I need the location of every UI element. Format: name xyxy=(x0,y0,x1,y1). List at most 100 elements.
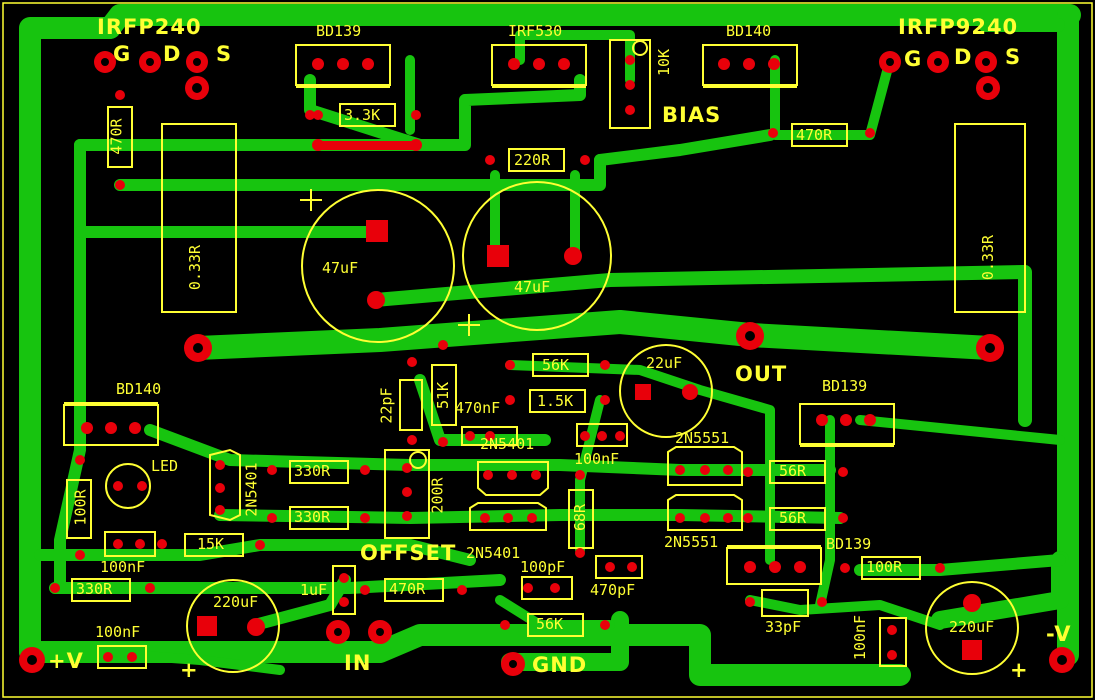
q1-label: 2N5401 xyxy=(480,435,535,453)
pad-c47l-plus xyxy=(366,220,388,242)
c-100n-left-label: 100nF xyxy=(100,558,146,576)
irfp240-gate-label: G xyxy=(113,42,132,66)
trace-gnd xyxy=(501,611,629,671)
pad-neg-supply xyxy=(1049,647,1075,673)
pad-c47r-plus xyxy=(487,245,509,267)
gnd-terminal-label: GND xyxy=(532,653,588,677)
r-1k5-label: 1.5K xyxy=(537,392,574,410)
trace-irf-right xyxy=(515,30,635,85)
irfp9240-label: IRFP9240 xyxy=(898,15,1019,39)
irf530-label: IRF530 xyxy=(508,22,563,40)
trace-left-rail xyxy=(19,17,121,663)
c-220-left-label: 220uF xyxy=(213,593,259,611)
c-22p-label: 22pF xyxy=(377,387,396,424)
r-56-b-label: 56R xyxy=(779,509,807,527)
irfp9240-drain-label: D xyxy=(954,45,973,69)
trace-56k-b xyxy=(495,595,615,630)
pad-irfp240-d xyxy=(139,51,161,73)
pad-out-right xyxy=(976,334,1004,362)
r-330-b-label: 330R xyxy=(294,508,331,526)
r-100-right-label: 100R xyxy=(866,558,903,576)
trace-neg-supply xyxy=(931,551,1069,629)
r-033-left-label: 0.33R xyxy=(186,244,205,291)
offset-label: OFFSET xyxy=(360,541,457,565)
c-22u-label: 22uF xyxy=(646,354,683,372)
trace-220r xyxy=(594,129,776,166)
r-56-a-label: 56R xyxy=(779,462,807,480)
q5-label: 2N5551 xyxy=(664,533,719,551)
r-51k-label: 51K xyxy=(434,381,453,410)
pad-in xyxy=(326,620,350,644)
c22u-body xyxy=(619,344,713,438)
jumper-link xyxy=(316,141,418,150)
c-47-left-label: 47uF xyxy=(322,259,359,277)
pad-in-gnd xyxy=(368,620,392,644)
pad-irfp9240-g xyxy=(879,51,901,73)
c-220-right-label: 220uF xyxy=(949,618,995,636)
r-330-c-label: 330R xyxy=(76,580,113,598)
pad-out-left xyxy=(184,334,212,362)
c-100n-mid-label: 100nF xyxy=(574,450,620,468)
r-470-in-label: 470R xyxy=(389,580,426,598)
c-100n-right-label: 100nF xyxy=(851,614,870,661)
bd139-top-label: BD139 xyxy=(316,22,362,40)
r-033-left-body xyxy=(161,123,237,313)
q2-label: 2N5401 xyxy=(466,544,521,562)
c47-right-body xyxy=(462,181,612,331)
silk-layer xyxy=(63,39,1026,675)
r-470-left-label: 470R xyxy=(107,118,126,155)
pad-pos-supply xyxy=(19,647,45,673)
c-100n-bottom-label: 100nF xyxy=(95,623,141,641)
c-33p-label: 33pF xyxy=(765,618,802,636)
bd139-mid-label: BD139 xyxy=(822,377,868,395)
bias-label: BIAS xyxy=(662,103,722,127)
q4-label: 2N5551 xyxy=(675,429,730,447)
trace-33p xyxy=(745,595,945,630)
c220-left-body xyxy=(186,579,280,673)
trace-top-rail xyxy=(99,4,1081,39)
plus-left-label: + xyxy=(180,658,199,682)
trace-68r xyxy=(575,395,605,555)
pad-irfp9240-d xyxy=(927,51,949,73)
trace-mid-row4 xyxy=(49,574,506,594)
pot-body xyxy=(609,39,651,129)
pad-irfp240-g xyxy=(94,51,116,73)
in-terminal-label: IN xyxy=(344,651,372,675)
out-terminal-label: OUT xyxy=(735,362,788,386)
pad-gnd xyxy=(501,652,525,676)
trace-bd139-r xyxy=(815,415,835,610)
pos-supply-label: +V xyxy=(48,649,84,673)
pad-out-mid xyxy=(736,322,764,350)
trace-out-upper xyxy=(368,265,1032,427)
bd139-low-label: BD139 xyxy=(826,535,872,553)
q3-label: 2N5401 xyxy=(242,462,261,517)
trace-mid-row2 xyxy=(214,509,846,524)
r-3k3-label: 3.3K xyxy=(344,106,381,124)
r-100-left-label: 100R xyxy=(71,489,90,526)
pad-irfp9240-s xyxy=(975,51,997,73)
r-220-label: 220R xyxy=(514,151,551,169)
neg-supply-label: -V xyxy=(1046,622,1072,646)
c-100p-label: 100pF xyxy=(520,558,566,576)
bd140-mid-label: BD140 xyxy=(116,380,162,398)
irfp240-source-label: S xyxy=(216,42,233,66)
plus-right-label: + xyxy=(1010,658,1029,682)
irfp9240-gate-label: G xyxy=(904,47,923,71)
trace-output-bus xyxy=(186,310,1002,360)
r-15k-label: 15K xyxy=(197,535,225,553)
led-label: LED xyxy=(151,457,179,475)
r-330-a-label: 330R xyxy=(294,462,331,480)
r-68-label: 68R xyxy=(571,503,590,532)
c-1u-label: 1uF xyxy=(300,581,328,599)
irfp240-drain-label: D xyxy=(163,42,182,66)
r-56k-bottom-label: 56K xyxy=(536,615,564,633)
trace-gate-left xyxy=(114,154,606,191)
c220-right-body xyxy=(925,581,1019,675)
trace-in xyxy=(249,574,351,631)
small-pads xyxy=(50,55,945,662)
r-56k-top-label: 56K xyxy=(542,356,570,374)
pad-irfp240-s xyxy=(186,51,208,73)
